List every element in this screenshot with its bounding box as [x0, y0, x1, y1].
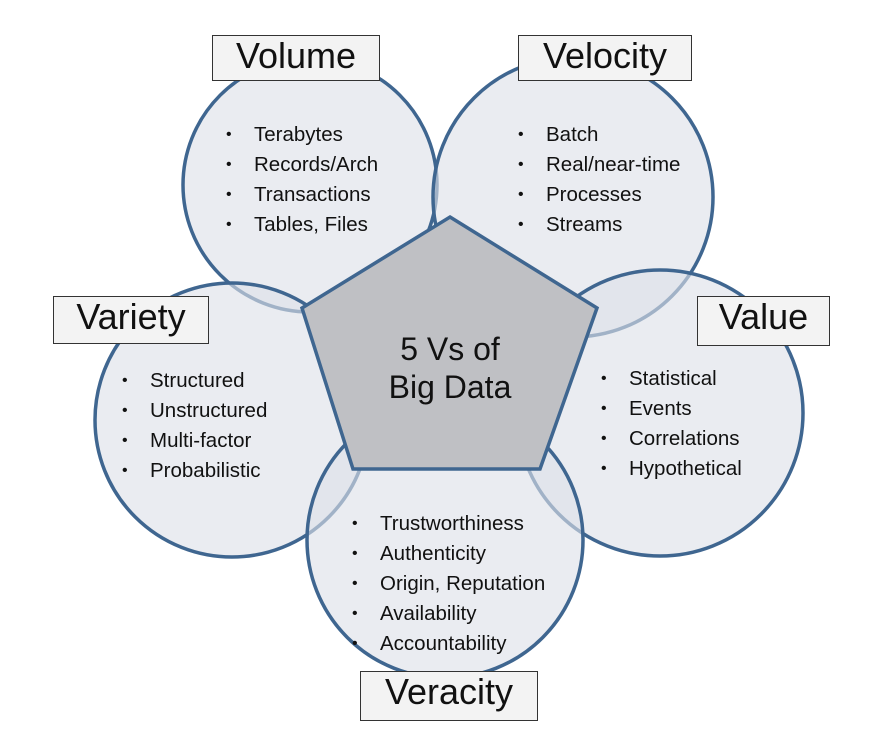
list-item: •Correlations — [597, 424, 742, 454]
list-item: •Terabytes — [222, 120, 378, 150]
variety-list: •Structured •Unstructured •Multi-factor … — [118, 366, 267, 486]
list-item: •Probabilistic — [118, 456, 267, 486]
bullet-icon: • — [352, 515, 358, 532]
list-item: •Origin, Reputation — [348, 569, 545, 599]
velocity-label: Velocity — [518, 35, 692, 81]
bullet-icon: • — [226, 156, 232, 173]
list-item: •Processes — [514, 180, 680, 210]
bullet-icon: • — [122, 372, 128, 389]
list-item: •Unstructured — [118, 396, 267, 426]
bullet-icon: • — [122, 462, 128, 479]
list-item: •Events — [597, 394, 742, 424]
list-item: •Hypothetical — [597, 454, 742, 484]
center-title-line1: 5 Vs of — [400, 331, 500, 367]
list-item: •Streams — [514, 210, 680, 240]
list-item: •Authenticity — [348, 539, 545, 569]
list-item: •Transactions — [222, 180, 378, 210]
veracity-list: •Trustworthiness •Authenticity •Origin, … — [348, 509, 545, 659]
bullet-icon: • — [601, 430, 607, 447]
list-item: •Accountability — [348, 629, 545, 659]
list-item: •Tables, Files — [222, 210, 378, 240]
volume-list: •Terabytes •Records/Arch •Transactions •… — [222, 120, 378, 240]
volume-label: Volume — [212, 35, 380, 81]
variety-label: Variety — [53, 296, 209, 344]
list-item: •Multi-factor — [118, 426, 267, 456]
list-item: •Batch — [514, 120, 680, 150]
list-item: •Availability — [348, 599, 545, 629]
value-label: Value — [697, 296, 830, 346]
bullet-icon: • — [352, 575, 358, 592]
bullet-icon: • — [518, 216, 524, 233]
bullet-icon: • — [601, 400, 607, 417]
bullet-icon: • — [122, 432, 128, 449]
bullet-icon: • — [226, 186, 232, 203]
list-item: •Trustworthiness — [348, 509, 545, 539]
bullet-icon: • — [518, 186, 524, 203]
center-title: 5 Vs of Big Data — [340, 330, 560, 406]
center-title-line2: Big Data — [388, 369, 512, 405]
bullet-icon: • — [352, 635, 358, 652]
list-item: •Structured — [118, 366, 267, 396]
veracity-label: Veracity — [360, 671, 538, 721]
bullet-icon: • — [601, 370, 607, 387]
bullet-icon: • — [226, 216, 232, 233]
velocity-list: •Batch •Real/near-time •Processes •Strea… — [514, 120, 680, 240]
bullet-icon: • — [601, 460, 607, 477]
list-item: •Records/Arch — [222, 150, 378, 180]
bullet-icon: • — [122, 402, 128, 419]
list-item: •Real/near-time — [514, 150, 680, 180]
bullet-icon: • — [518, 126, 524, 143]
bullet-icon: • — [352, 605, 358, 622]
value-list: •Statistical •Events •Correlations •Hypo… — [597, 364, 742, 484]
bullet-icon: • — [226, 126, 232, 143]
bullet-icon: • — [352, 545, 358, 562]
bullet-icon: • — [518, 156, 524, 173]
list-item: •Statistical — [597, 364, 742, 394]
center-pentagon — [299, 214, 600, 471]
